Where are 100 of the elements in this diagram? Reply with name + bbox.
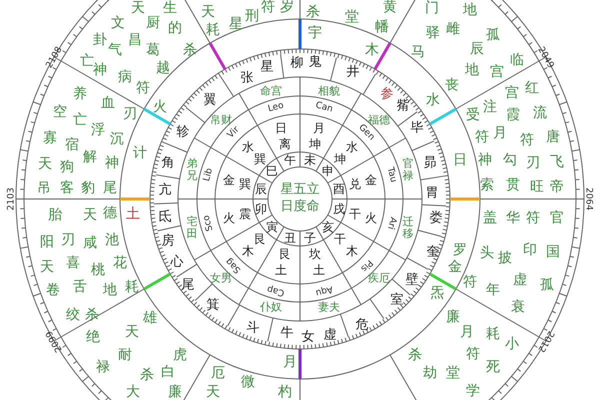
star-name: 禄 <box>96 360 110 374</box>
star-name: 尾 <box>103 181 117 195</box>
mansion-name: 翼 <box>204 94 216 106</box>
zodiac-sign: Ari <box>385 216 397 230</box>
mansion-name: 女 <box>302 330 314 344</box>
branch-character: 酉 <box>333 183 345 195</box>
star-name: 堂 <box>446 366 460 380</box>
star-name: 雄 <box>143 311 157 325</box>
star-name: 地 <box>465 63 479 77</box>
star-name: 白 <box>161 365 175 379</box>
planet-name: 月 <box>283 355 297 369</box>
star-name: 天 <box>40 260 54 274</box>
star-name: 雌 <box>446 22 460 36</box>
planet-name: 炁 <box>430 286 444 300</box>
star-name: 绝 <box>86 330 100 344</box>
star-name: 耗 <box>486 327 500 341</box>
star-name: 月 <box>460 325 474 339</box>
star-name: 索 <box>480 178 494 192</box>
star-name: 解 <box>83 150 97 164</box>
zodiac-sign: Tau <box>384 166 398 184</box>
branch-character: 土 <box>313 264 325 276</box>
star-name: 胎 <box>48 208 62 222</box>
mansion-name: 危 <box>356 318 368 332</box>
star-name: 月 <box>493 126 507 140</box>
star-name: 神 <box>105 156 119 170</box>
star-name: 狗 <box>60 160 74 174</box>
planet-name: 火 <box>153 100 167 114</box>
star-name: 生 <box>163 1 177 15</box>
palace-name: 官禄 <box>402 158 414 182</box>
branch-character: 兑 <box>349 178 361 190</box>
star-name: 幡 <box>375 20 389 34</box>
star-name: 印 <box>523 243 537 257</box>
center-text: 星五立日度命 <box>280 182 320 216</box>
star-name: 天 <box>201 5 215 19</box>
palace-name: 相貌 <box>318 86 340 96</box>
palace-name: 福德 <box>368 114 390 126</box>
star-name: 浮 <box>91 123 105 137</box>
star-name: 辰 <box>470 42 484 56</box>
branch-character: 巳 <box>266 165 278 177</box>
branch-character: 干 <box>334 233 346 245</box>
mansion-name: 亢 <box>158 184 172 196</box>
star-name: 符 <box>466 347 480 361</box>
star-name: 耗 <box>125 280 139 294</box>
star-name: 披 <box>498 251 512 265</box>
star-name: 厄 <box>211 366 225 380</box>
palace-name: 命宫 <box>260 86 282 96</box>
star-name: 天 <box>38 157 52 171</box>
star-name: 杀 <box>140 368 154 382</box>
branch-character: 火 <box>365 212 377 224</box>
star-name: 孤 <box>486 28 500 42</box>
palace-name: 弟兄 <box>186 158 198 182</box>
zodiac-sign: Cap <box>266 283 286 297</box>
star-name: 唐 <box>546 130 560 144</box>
branch-character: 震 <box>239 208 251 220</box>
planet-name: 罗 <box>453 243 467 257</box>
star-name: 天 <box>83 208 97 222</box>
star-name: 地 <box>463 3 477 17</box>
palace-name: 女男 <box>210 272 232 284</box>
star-name: 寡 <box>43 131 57 145</box>
star-name: 亡 <box>73 113 87 127</box>
star-name: 耐 <box>118 348 132 362</box>
branch-character: 土 <box>275 264 287 276</box>
star-name: 堂 <box>345 10 359 24</box>
branch-character: 卯 <box>255 203 267 215</box>
star-name: 衰 <box>511 300 525 314</box>
star-name: 年 <box>486 283 500 297</box>
star-name: 神 <box>478 153 492 167</box>
star-name: 大 <box>126 385 140 399</box>
star-name: 地 <box>103 283 117 297</box>
mansion-name: 氐 <box>158 210 172 224</box>
star-name: 客 <box>60 181 74 195</box>
branch-character: 巽 <box>239 178 251 190</box>
star-name: 飞 <box>550 155 564 169</box>
star-name: 阳 <box>40 235 54 249</box>
mansion-name: 箕 <box>206 298 220 312</box>
star-name: 亡 <box>80 54 94 68</box>
star-name: 刃 <box>123 107 137 121</box>
branch-character: 坎 <box>309 248 321 260</box>
branch-character: 辰 <box>255 183 267 195</box>
star-name: 廉 <box>168 385 182 399</box>
star-name: 桃 <box>91 263 105 277</box>
planet-name: 木 <box>365 43 379 57</box>
branch-character: 日 <box>275 122 287 134</box>
star-name: 昌 <box>128 33 142 47</box>
star-name: 咸 <box>83 236 97 250</box>
star-name: 吊 <box>37 181 51 195</box>
star-name: 卷 <box>46 283 60 297</box>
mansion-name: 奎 <box>426 246 440 258</box>
planet-name: 土 <box>126 207 140 221</box>
star-name: 绞 <box>66 308 80 322</box>
star-name: 的 <box>168 21 182 35</box>
mansion-name: 轸 <box>176 126 190 138</box>
branch-character: 艮 <box>254 233 266 245</box>
star-name: 杀 <box>408 348 422 362</box>
mansion-name: 娄 <box>430 212 442 224</box>
star-name: 池 <box>105 233 119 247</box>
star-name: 华 <box>506 211 520 225</box>
palace-name: 疾厄 <box>368 272 390 284</box>
star-name: 符 <box>261 0 275 14</box>
star-name: 学 <box>466 384 480 398</box>
